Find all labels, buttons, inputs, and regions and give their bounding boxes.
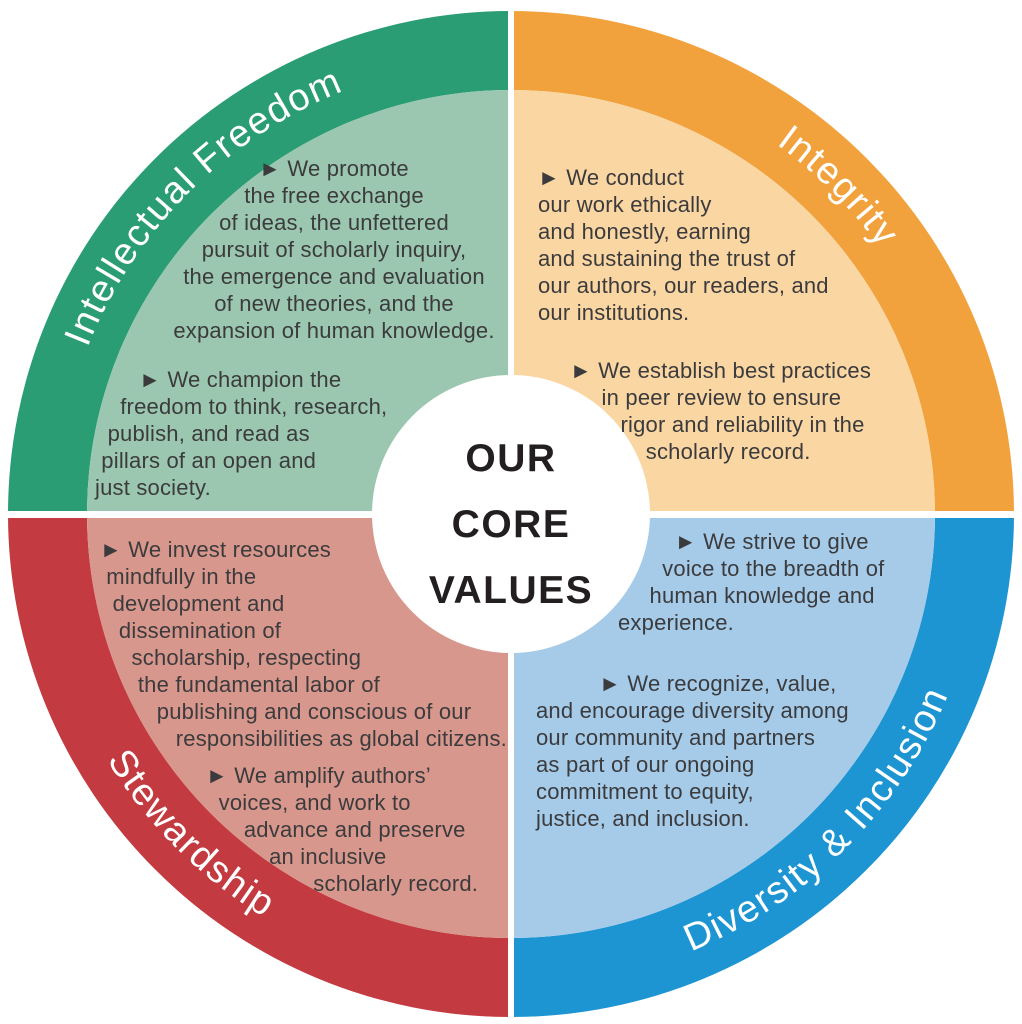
sector-intellectual-freedom xyxy=(87,90,511,514)
diversity-inclusion-bullet-2: ► We recognize, value, and encourage div… xyxy=(536,671,849,831)
integrity-bullet-1: ► We conduct our work ethically and hone… xyxy=(538,165,829,325)
ring-diversity-inclusion xyxy=(511,514,1014,1017)
ring-integrity xyxy=(511,11,1014,514)
intellectual-freedom-bullet-2: ► We champion the freedom to think, rese… xyxy=(95,367,388,500)
sector-integrity xyxy=(511,90,935,514)
stewardship-bullet-2: ► We amplify authors’ voices, and work t… xyxy=(206,763,479,896)
integrity-bullet-2: ► We establish best practices in peer re… xyxy=(570,358,872,464)
sector-stewardship xyxy=(87,514,511,938)
center-title: OUR CORE VALUES xyxy=(428,437,594,612)
diversity-inclusion-bullet-1: ► We strive to give voice to the breadth… xyxy=(618,529,885,635)
center-hub xyxy=(372,375,650,653)
intellectual-freedom-bullet-1: ► We promote the free exchange of ideas,… xyxy=(173,156,495,343)
sector-diversity-inclusion xyxy=(511,514,935,938)
ring-intellectual-freedom xyxy=(8,11,511,514)
stewardship-bullet-1: ► We invest resources mindfully in the d… xyxy=(100,537,507,751)
ring-stewardship xyxy=(8,514,511,1017)
